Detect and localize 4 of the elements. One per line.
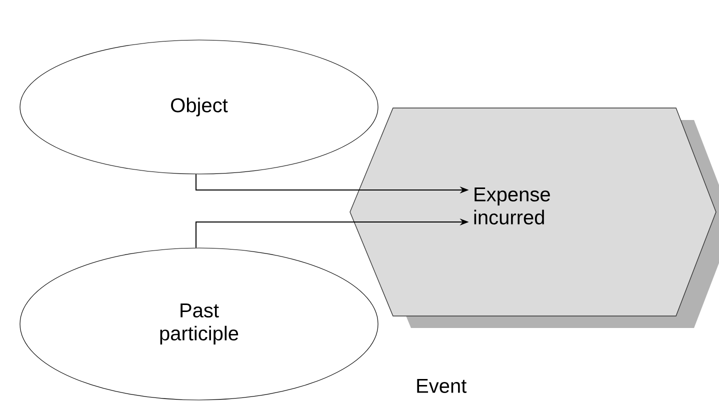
node-label: Event	[417, 379, 467, 393]
oval-node: Object	[20, 40, 378, 174]
oval-node: Past participle	[20, 248, 378, 400]
event-hexagon: Expense incurred	[350, 108, 719, 328]
